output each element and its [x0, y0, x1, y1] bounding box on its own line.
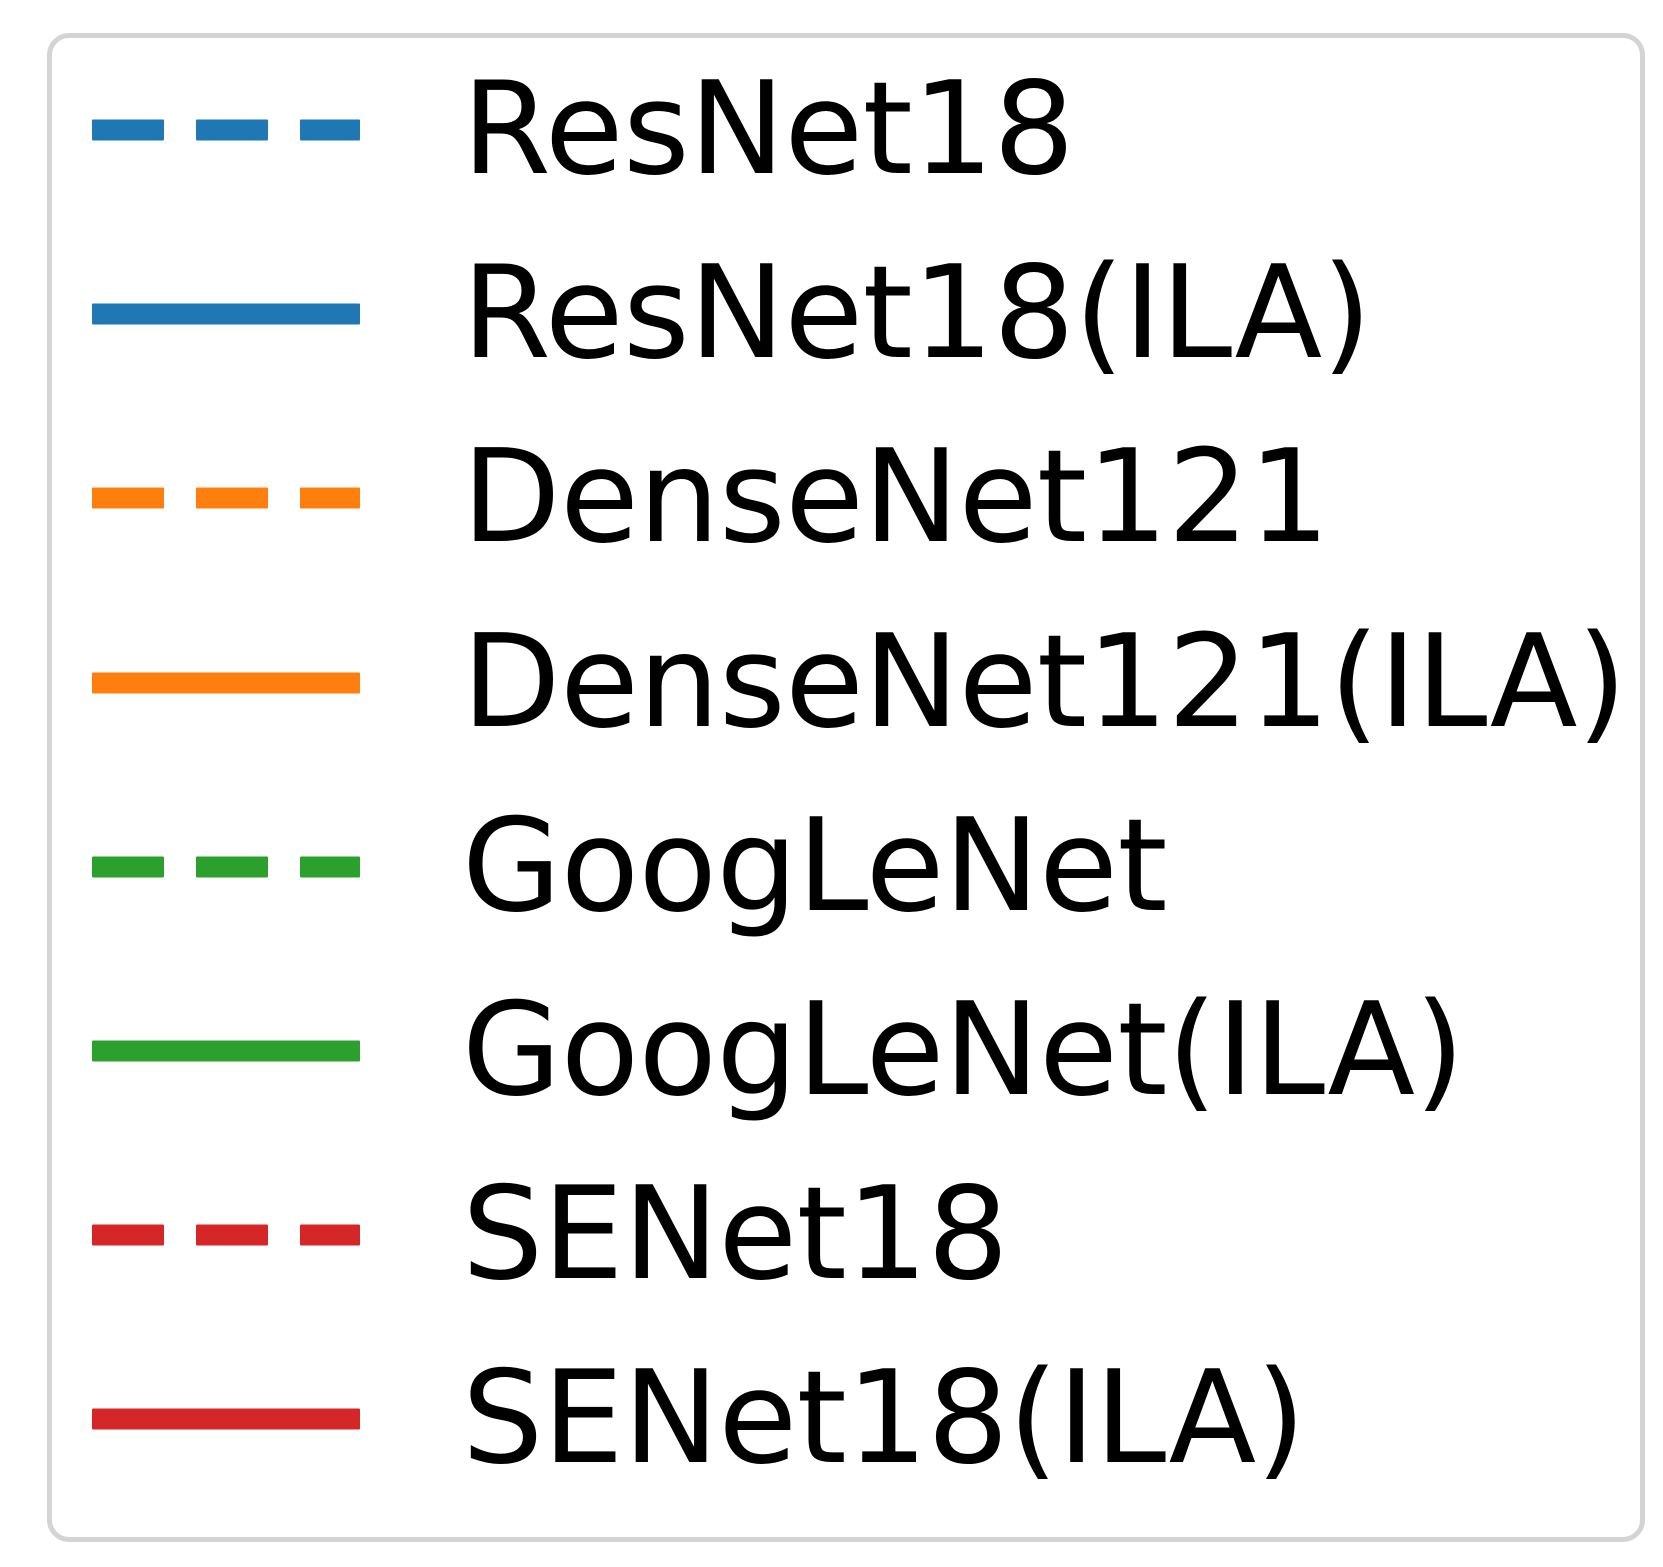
- legend-entry-label: ResNet18: [462, 55, 1075, 204]
- legend-entry[interactable]: SENet18: [0, 1143, 1663, 1327]
- dash-segment: [92, 1224, 164, 1246]
- solid-line-icon: [92, 1408, 360, 1430]
- legend-entry-label: SENet18: [462, 1160, 1009, 1310]
- legend-entry[interactable]: GoogLeNet: [0, 775, 1663, 959]
- solid-line-icon: [92, 672, 360, 694]
- dashed-line-icon: [92, 856, 360, 878]
- dashed-line-icon: [92, 119, 360, 141]
- dash-segment: [196, 119, 268, 141]
- dash-segment: [300, 856, 360, 878]
- legend-frame: [47, 33, 1645, 1542]
- dashed-line-icon: [92, 487, 360, 509]
- legend-dashed-line-swatch-icon: [92, 854, 360, 880]
- legend-solid-line-swatch-icon: [92, 1406, 360, 1432]
- dash-segment: [92, 487, 164, 509]
- legend-entry-label: DenseNet121(ILA): [462, 607, 1627, 757]
- legend-solid-line-swatch-icon: [92, 1038, 360, 1064]
- legend-entry[interactable]: ResNet18: [0, 38, 1663, 222]
- legend-dashed-line-swatch-icon: [92, 485, 360, 511]
- solid-line-icon: [92, 303, 360, 325]
- legend-dashed-line-swatch-icon: [92, 1222, 360, 1248]
- legend-entry[interactable]: DenseNet121(ILA): [0, 591, 1663, 775]
- legend-entry[interactable]: SENet18(ILA): [0, 1327, 1663, 1511]
- legend-entry-label: SENet18(ILA): [462, 1344, 1306, 1494]
- legend-solid-line-swatch-icon: [92, 301, 360, 327]
- legend-entry[interactable]: DenseNet121: [0, 406, 1663, 590]
- dashed-line-icon: [92, 1224, 360, 1246]
- dash-segment: [300, 487, 360, 509]
- legend-entry[interactable]: ResNet18(ILA): [0, 222, 1663, 406]
- legend-solid-line-swatch-icon: [92, 670, 360, 696]
- dash-segment: [196, 856, 268, 878]
- legend-entry-label: GoogLeNet: [462, 791, 1168, 941]
- legend-entry-label: DenseNet121: [462, 423, 1330, 573]
- dash-segment: [196, 487, 268, 509]
- legend-entry-label: GoogLeNet(ILA): [462, 976, 1465, 1125]
- legend-entry-label: ResNet18(ILA): [462, 239, 1372, 389]
- dash-segment: [92, 856, 164, 878]
- dash-segment: [300, 1224, 360, 1246]
- dash-segment: [300, 119, 360, 141]
- legend-dashed-line-swatch-icon: [92, 117, 360, 143]
- legend-entry[interactable]: GoogLeNet(ILA): [0, 959, 1663, 1143]
- dash-segment: [92, 119, 164, 141]
- dash-segment: [196, 1224, 268, 1246]
- solid-line-icon: [92, 1040, 360, 1062]
